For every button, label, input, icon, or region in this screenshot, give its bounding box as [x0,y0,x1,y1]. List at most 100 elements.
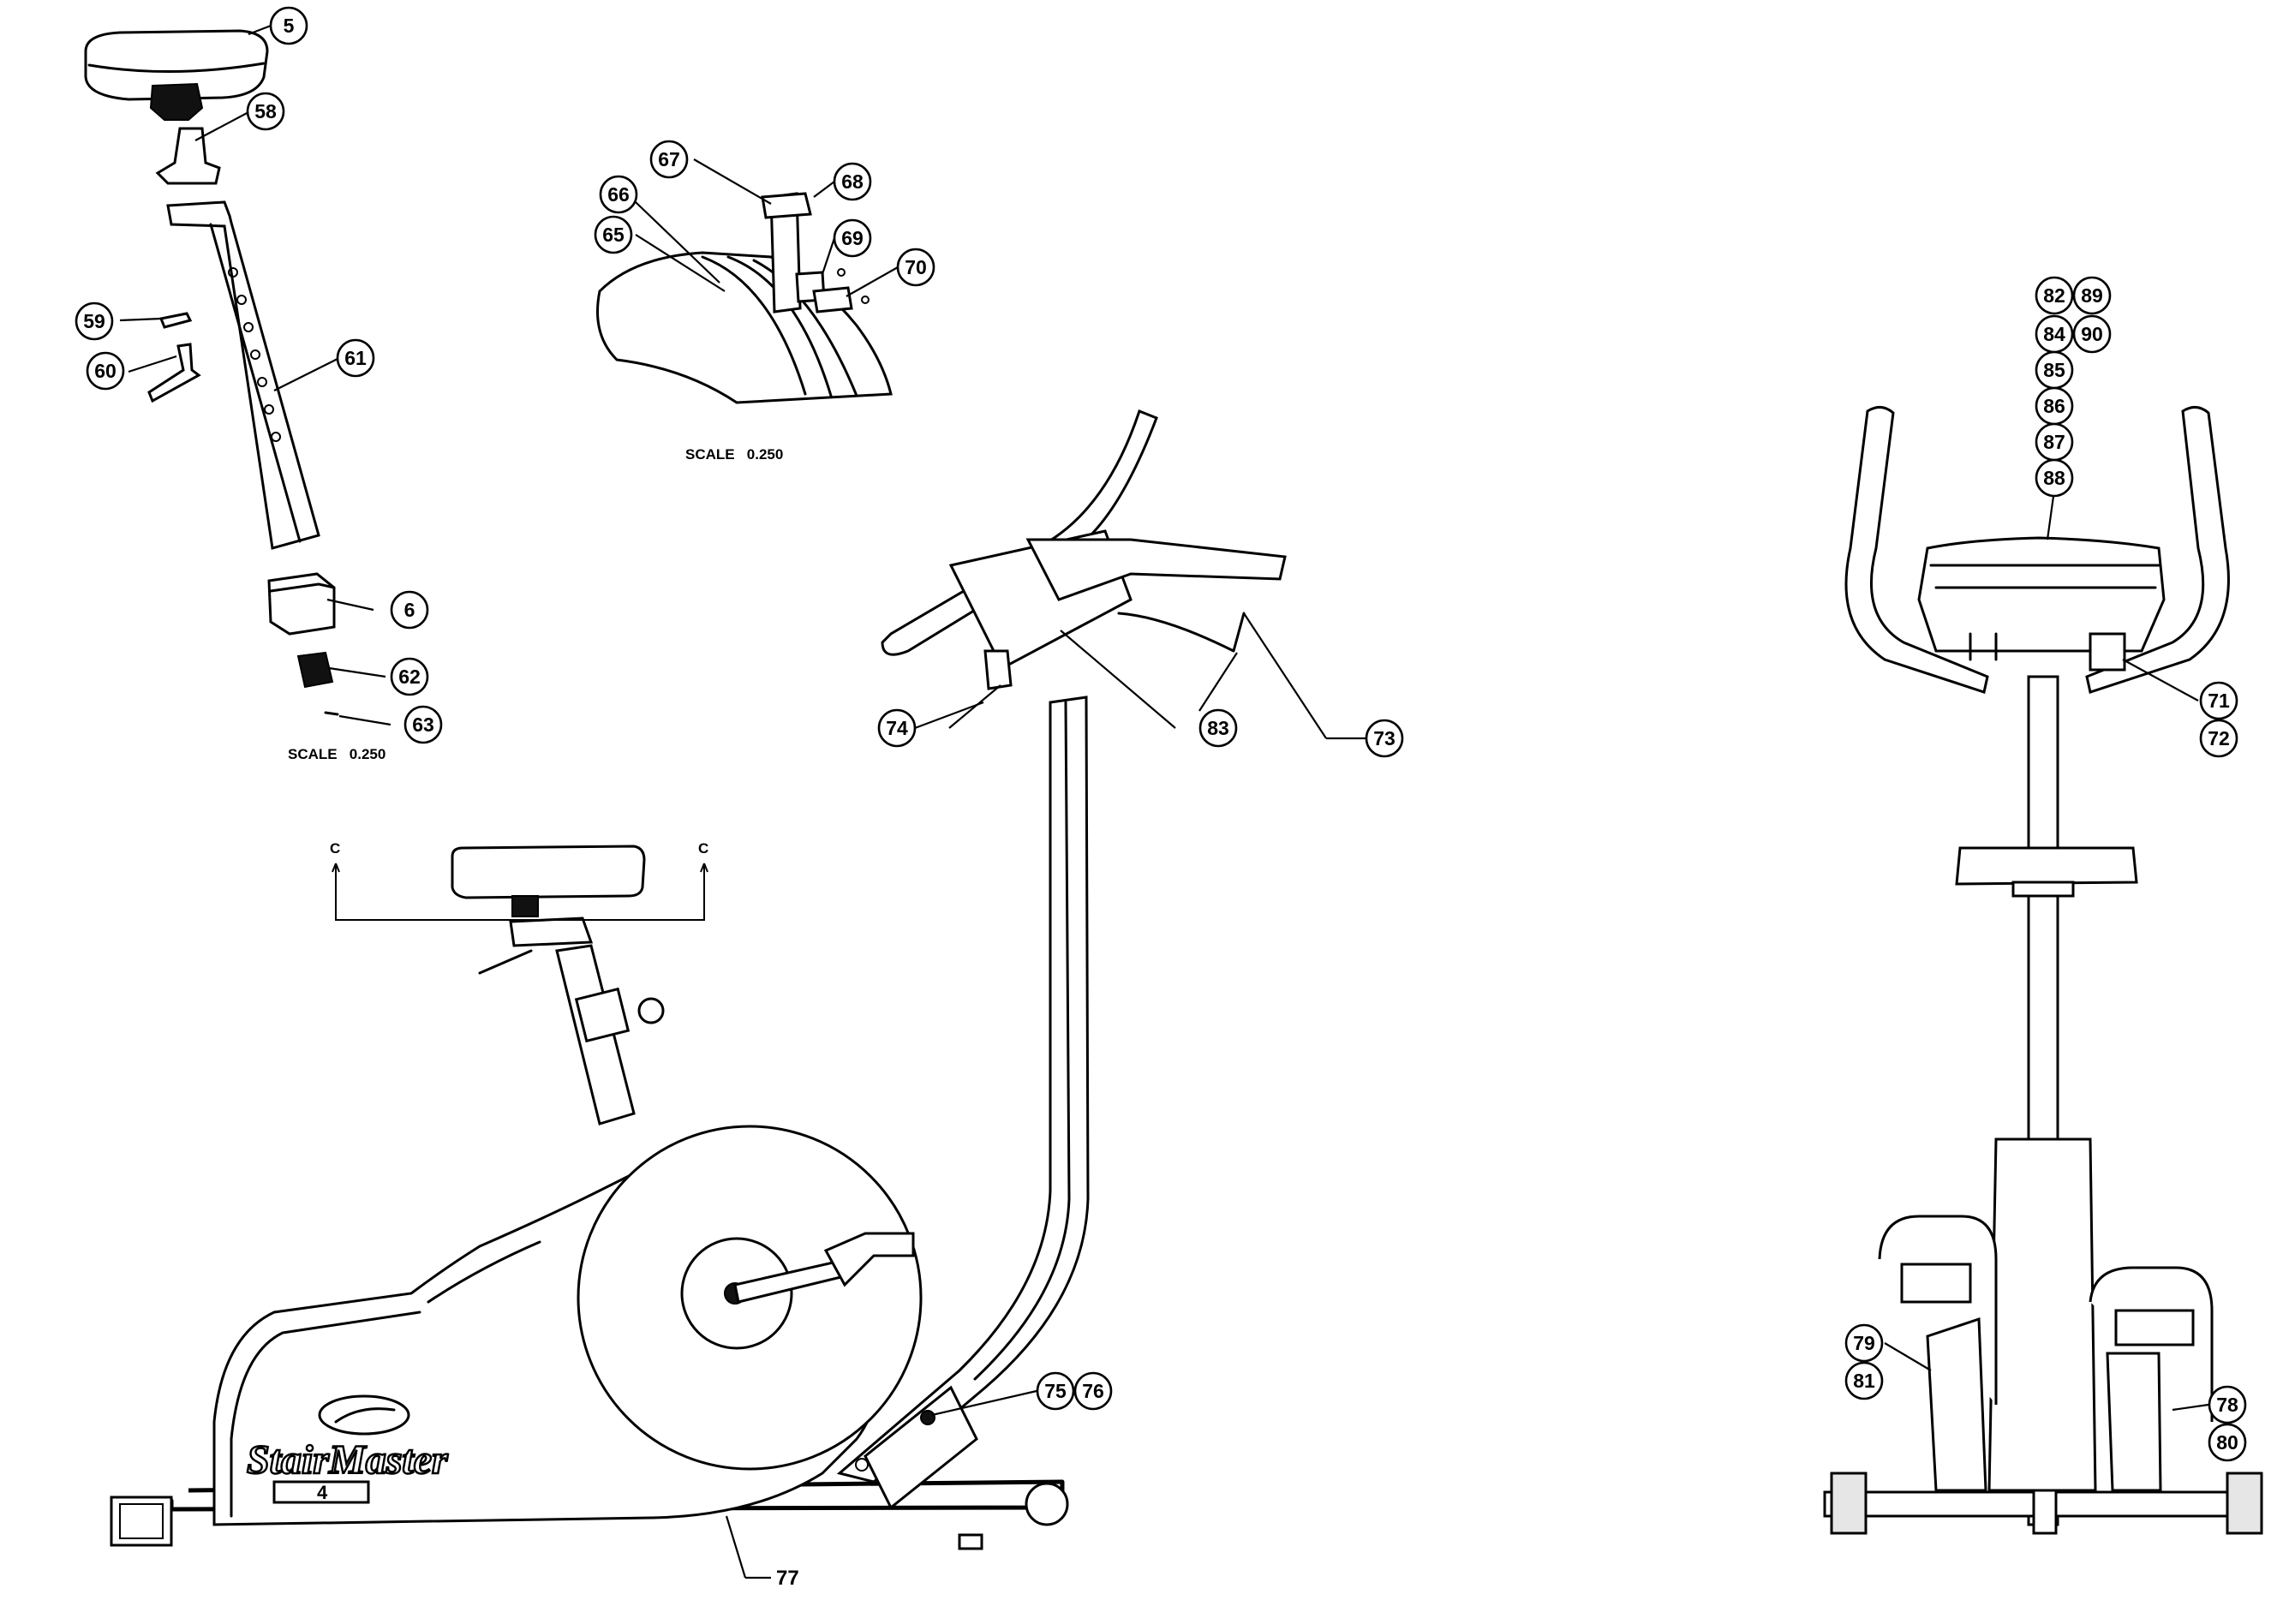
front-view [1823,406,2263,1535]
model-number: 4 [317,1482,328,1503]
insert-part [296,651,334,689]
scale-note-handlebar-detail: SCALE 0.250 [685,446,783,463]
callout-77: 77 [776,1567,799,1590]
left-handle [1844,406,1989,694]
callout-71: 71 [2199,681,2238,720]
callout-82: 82 [2035,276,2074,315]
callout-76: 76 [1073,1371,1113,1411]
svg-text:63: 63 [412,713,434,736]
callout-90: 90 [2072,314,2112,354]
pedal [823,1232,915,1287]
svg-text:71: 71 [2208,690,2230,712]
svg-text:5: 5 [284,15,295,37]
seat-exploded-detail [84,29,339,716]
callout-62: 62 [390,657,429,696]
seat-clamp-part [149,82,204,121]
seat-cushion-part [84,29,269,101]
svg-text:67: 67 [658,148,680,170]
svg-text:81: 81 [1853,1370,1875,1392]
svg-text:75: 75 [1044,1380,1067,1402]
console-tray [1025,538,1287,601]
callout-87: 87 [2035,422,2074,462]
svg-text:76: 76 [1082,1380,1104,1402]
callout-80: 80 [2208,1423,2247,1462]
callout-81: 81 [1844,1361,1884,1400]
knob-part [147,343,201,403]
svg-text:78: 78 [2216,1394,2238,1416]
left-foot [1830,1472,1868,1535]
svg-text:58: 58 [254,100,277,122]
svg-text:84: 84 [2043,323,2065,345]
right-foot [2226,1472,2263,1535]
leader-lines [119,24,2209,1579]
callout-78: 78 [2208,1385,2247,1424]
svg-text:82: 82 [2043,284,2065,307]
svg-text:65: 65 [602,224,625,246]
front-seat [1955,846,2138,886]
callout-58: 58 [246,92,285,131]
callout-59: 59 [75,302,114,341]
callout-74: 74 [877,708,917,748]
svg-text:88: 88 [2043,467,2065,489]
svg-text:87: 87 [2043,431,2065,453]
callout-86: 86 [2035,386,2074,426]
callout-72: 72 [2199,719,2238,758]
svg-text:74: 74 [886,717,908,739]
callout-85: 85 [2035,350,2074,390]
svg-text:61: 61 [344,347,367,369]
right-handle [2085,406,2230,694]
callout-60: 60 [86,351,125,391]
callout-89: 89 [2072,276,2112,315]
section-mark-c-right: C [698,840,708,857]
svg-text:69: 69 [841,227,864,249]
svg-text:89: 89 [2081,284,2103,307]
callout-61: 61 [336,338,375,378]
svg-text:85: 85 [2043,359,2065,381]
svg-text:62: 62 [398,666,421,688]
callout-5: 5 [269,6,308,45]
seat-post-holes [228,267,281,442]
svg-text:90: 90 [2081,323,2103,345]
svg-text:73: 73 [1373,727,1396,749]
callout-73: 73 [1365,719,1404,758]
svg-text:83: 83 [1207,717,1229,739]
pin-part [158,312,193,329]
front-housing [1987,1137,2097,1492]
callout-70: 70 [896,248,935,287]
callout-79: 79 [1844,1323,1884,1363]
brand-name: StairMaster [247,1437,449,1483]
detail-shroud-part [596,251,893,404]
model-badge [272,1480,370,1504]
seat [451,845,646,899]
callout-68: 68 [833,162,872,201]
column-base-bracket [864,1385,978,1510]
section-mark-c-left: C [330,840,340,857]
console-display [1917,536,2166,653]
brand-logo-mark [318,1394,410,1436]
callout-88: 88 [2035,458,2074,498]
svg-text:66: 66 [607,183,630,206]
main-side-view: StairMaster 4 C C [110,409,1287,1550]
svg-text:72: 72 [2208,727,2230,749]
callouts: 5 58 59 60 61 6 62 63 67 68 66 65 69 70 … [75,6,2247,1590]
svg-text:86: 86 [2043,395,2065,417]
handlebar-side [881,409,1158,656]
callout-66: 66 [599,175,638,214]
svg-text:80: 80 [2216,1431,2238,1454]
front-stabilizer [110,1496,173,1547]
callout-83: 83 [1198,708,1238,748]
seat-adapter-part [155,127,221,185]
handlebar-detail [596,192,893,404]
callout-6: 6 [390,590,429,630]
left-crank-cover [1926,1317,1987,1492]
transport-wheel [1025,1482,1069,1526]
callout-65: 65 [594,215,633,254]
screw-part [324,711,339,716]
callout-63: 63 [403,705,443,744]
seat-post-part [166,200,320,550]
scale-note-seat-detail: SCALE 0.250 [288,746,385,762]
callout-75: 75 [1036,1371,1075,1411]
svg-text:79: 79 [1853,1332,1875,1354]
callout-69: 69 [833,218,872,258]
